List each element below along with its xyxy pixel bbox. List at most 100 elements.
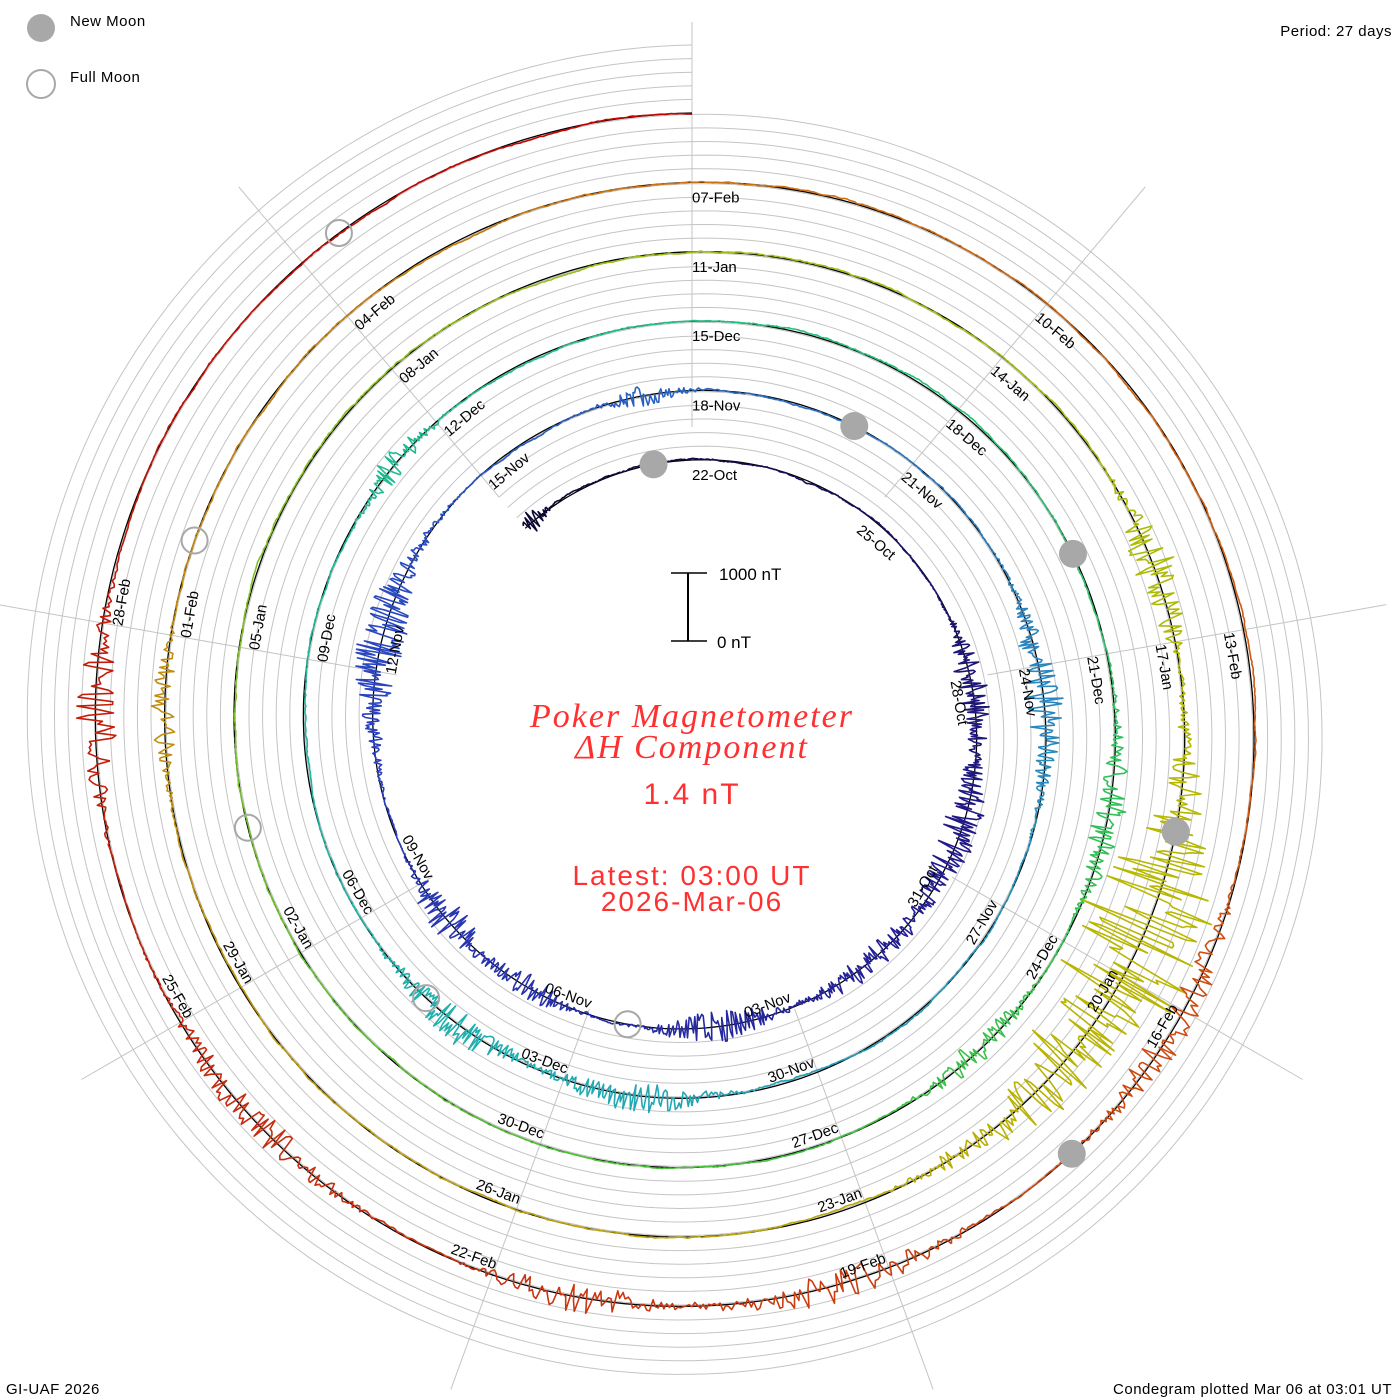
data-series-segment	[289, 448, 319, 496]
data-series-segment	[306, 614, 318, 660]
data-series-segment	[315, 571, 332, 615]
data-series-segment	[792, 1136, 842, 1155]
data-series-segment	[168, 366, 209, 426]
data-series-segment	[916, 1143, 969, 1180]
data-series-segment	[521, 973, 558, 1008]
data-series-segment	[1106, 856, 1213, 943]
data-series-segment	[892, 536, 915, 563]
data-series-segment	[1007, 1062, 1073, 1126]
data-series-segment	[322, 837, 341, 880]
data-series-segment	[826, 965, 860, 999]
data-series-segment	[587, 1012, 622, 1026]
data-series-segment	[539, 1144, 590, 1160]
data-series-segment	[731, 391, 770, 399]
data-series-segment	[1081, 435, 1116, 485]
data-series-segment	[807, 407, 846, 424]
data-series-segment	[428, 501, 455, 532]
data-series-segment	[417, 880, 447, 924]
data-series-segment	[841, 498, 870, 517]
data-series-segment	[723, 460, 755, 467]
data-series-segment	[994, 266, 1048, 305]
chart-title: Poker Magnetometer	[529, 698, 854, 735]
data-series-segment	[958, 678, 990, 711]
data-series-segment	[583, 255, 638, 270]
chart-subtitle: ΔH Component	[573, 729, 809, 766]
data-series-segment	[930, 839, 972, 874]
data-series-segment	[480, 285, 532, 308]
data-series-segment	[339, 878, 362, 919]
data-series-segment	[879, 209, 940, 237]
data-series-segment	[902, 899, 932, 936]
date-label: 10-Feb	[1032, 309, 1079, 353]
data-series-segment	[855, 275, 909, 299]
data-series-segment	[1074, 561, 1094, 608]
data-series-segment	[351, 488, 379, 531]
data-series-segment	[359, 1122, 410, 1159]
data-series-segment	[725, 1007, 762, 1038]
data-series-segment	[418, 153, 484, 184]
date-label: 07-Feb	[692, 189, 740, 206]
data-series-segment	[256, 857, 277, 907]
data-series-segment	[99, 555, 120, 624]
data-series-segment	[566, 187, 630, 201]
date-label: 22-Oct	[692, 467, 738, 484]
data-series-segment	[786, 326, 833, 342]
data-series-segment	[183, 516, 205, 575]
data-series-segment	[429, 1247, 495, 1277]
data-series-segment	[317, 405, 353, 450]
date-label: 21-Nov	[898, 469, 946, 513]
data-series-segment	[1006, 1164, 1060, 1207]
new-moon-icon	[639, 450, 668, 479]
data-series-segment	[1172, 641, 1186, 700]
new-moon-icon	[1058, 539, 1087, 568]
data-series-segment	[738, 321, 787, 329]
data-series-segment	[389, 817, 404, 853]
data-series-segment	[573, 1224, 633, 1237]
new-moon-icon	[1057, 1139, 1086, 1168]
current-value: 1.4 nT	[643, 778, 740, 811]
data-series-segment	[932, 587, 949, 617]
data-series-segment	[691, 1297, 761, 1312]
data-series-segment	[1027, 705, 1062, 748]
data-series-segment	[355, 628, 404, 673]
data-series-segment	[491, 1124, 541, 1146]
data-series-segment	[154, 634, 175, 697]
data-series-segment	[1025, 477, 1055, 519]
data-series-segment	[251, 262, 304, 313]
data-series-segment	[118, 489, 142, 556]
data-series-segment	[1046, 303, 1095, 349]
data-series-segment	[965, 1109, 1017, 1149]
full-moon-icon	[412, 984, 441, 1013]
data-series-segment	[1111, 701, 1124, 753]
data-series-segment	[305, 749, 314, 794]
data-series-segment	[1080, 848, 1110, 898]
data-series-segment	[1023, 662, 1064, 708]
data-series-segment	[402, 423, 439, 457]
data-series-segment	[875, 926, 913, 962]
data-series-segment	[802, 260, 857, 277]
data-series-segment	[407, 530, 430, 565]
data-series-segment	[360, 917, 386, 956]
data-series-segment	[159, 757, 175, 819]
scale-bar-bottom-label: 0 nT	[717, 633, 751, 652]
data-series-segment	[691, 319, 740, 324]
data-series-segment	[942, 489, 972, 520]
data-series-segment	[1018, 625, 1052, 667]
data-series-segment	[1230, 824, 1249, 889]
data-series-segment	[379, 781, 392, 818]
full-moon-legend-icon	[26, 69, 56, 99]
moon-layer	[180, 219, 1190, 1168]
data-series-segment	[203, 460, 232, 517]
data-series-segment	[691, 1011, 728, 1042]
data-series-segment	[558, 1283, 626, 1315]
data-series-segment	[364, 1034, 405, 1071]
data-series-segment	[264, 358, 303, 410]
data-series-segment	[855, 945, 890, 984]
data-series-segment	[876, 358, 921, 381]
data-series-segment	[522, 506, 551, 532]
data-series-segment	[554, 334, 600, 352]
data-series-segment	[958, 408, 995, 443]
data-series-segment	[248, 543, 268, 595]
data-series-segment	[562, 1073, 605, 1099]
